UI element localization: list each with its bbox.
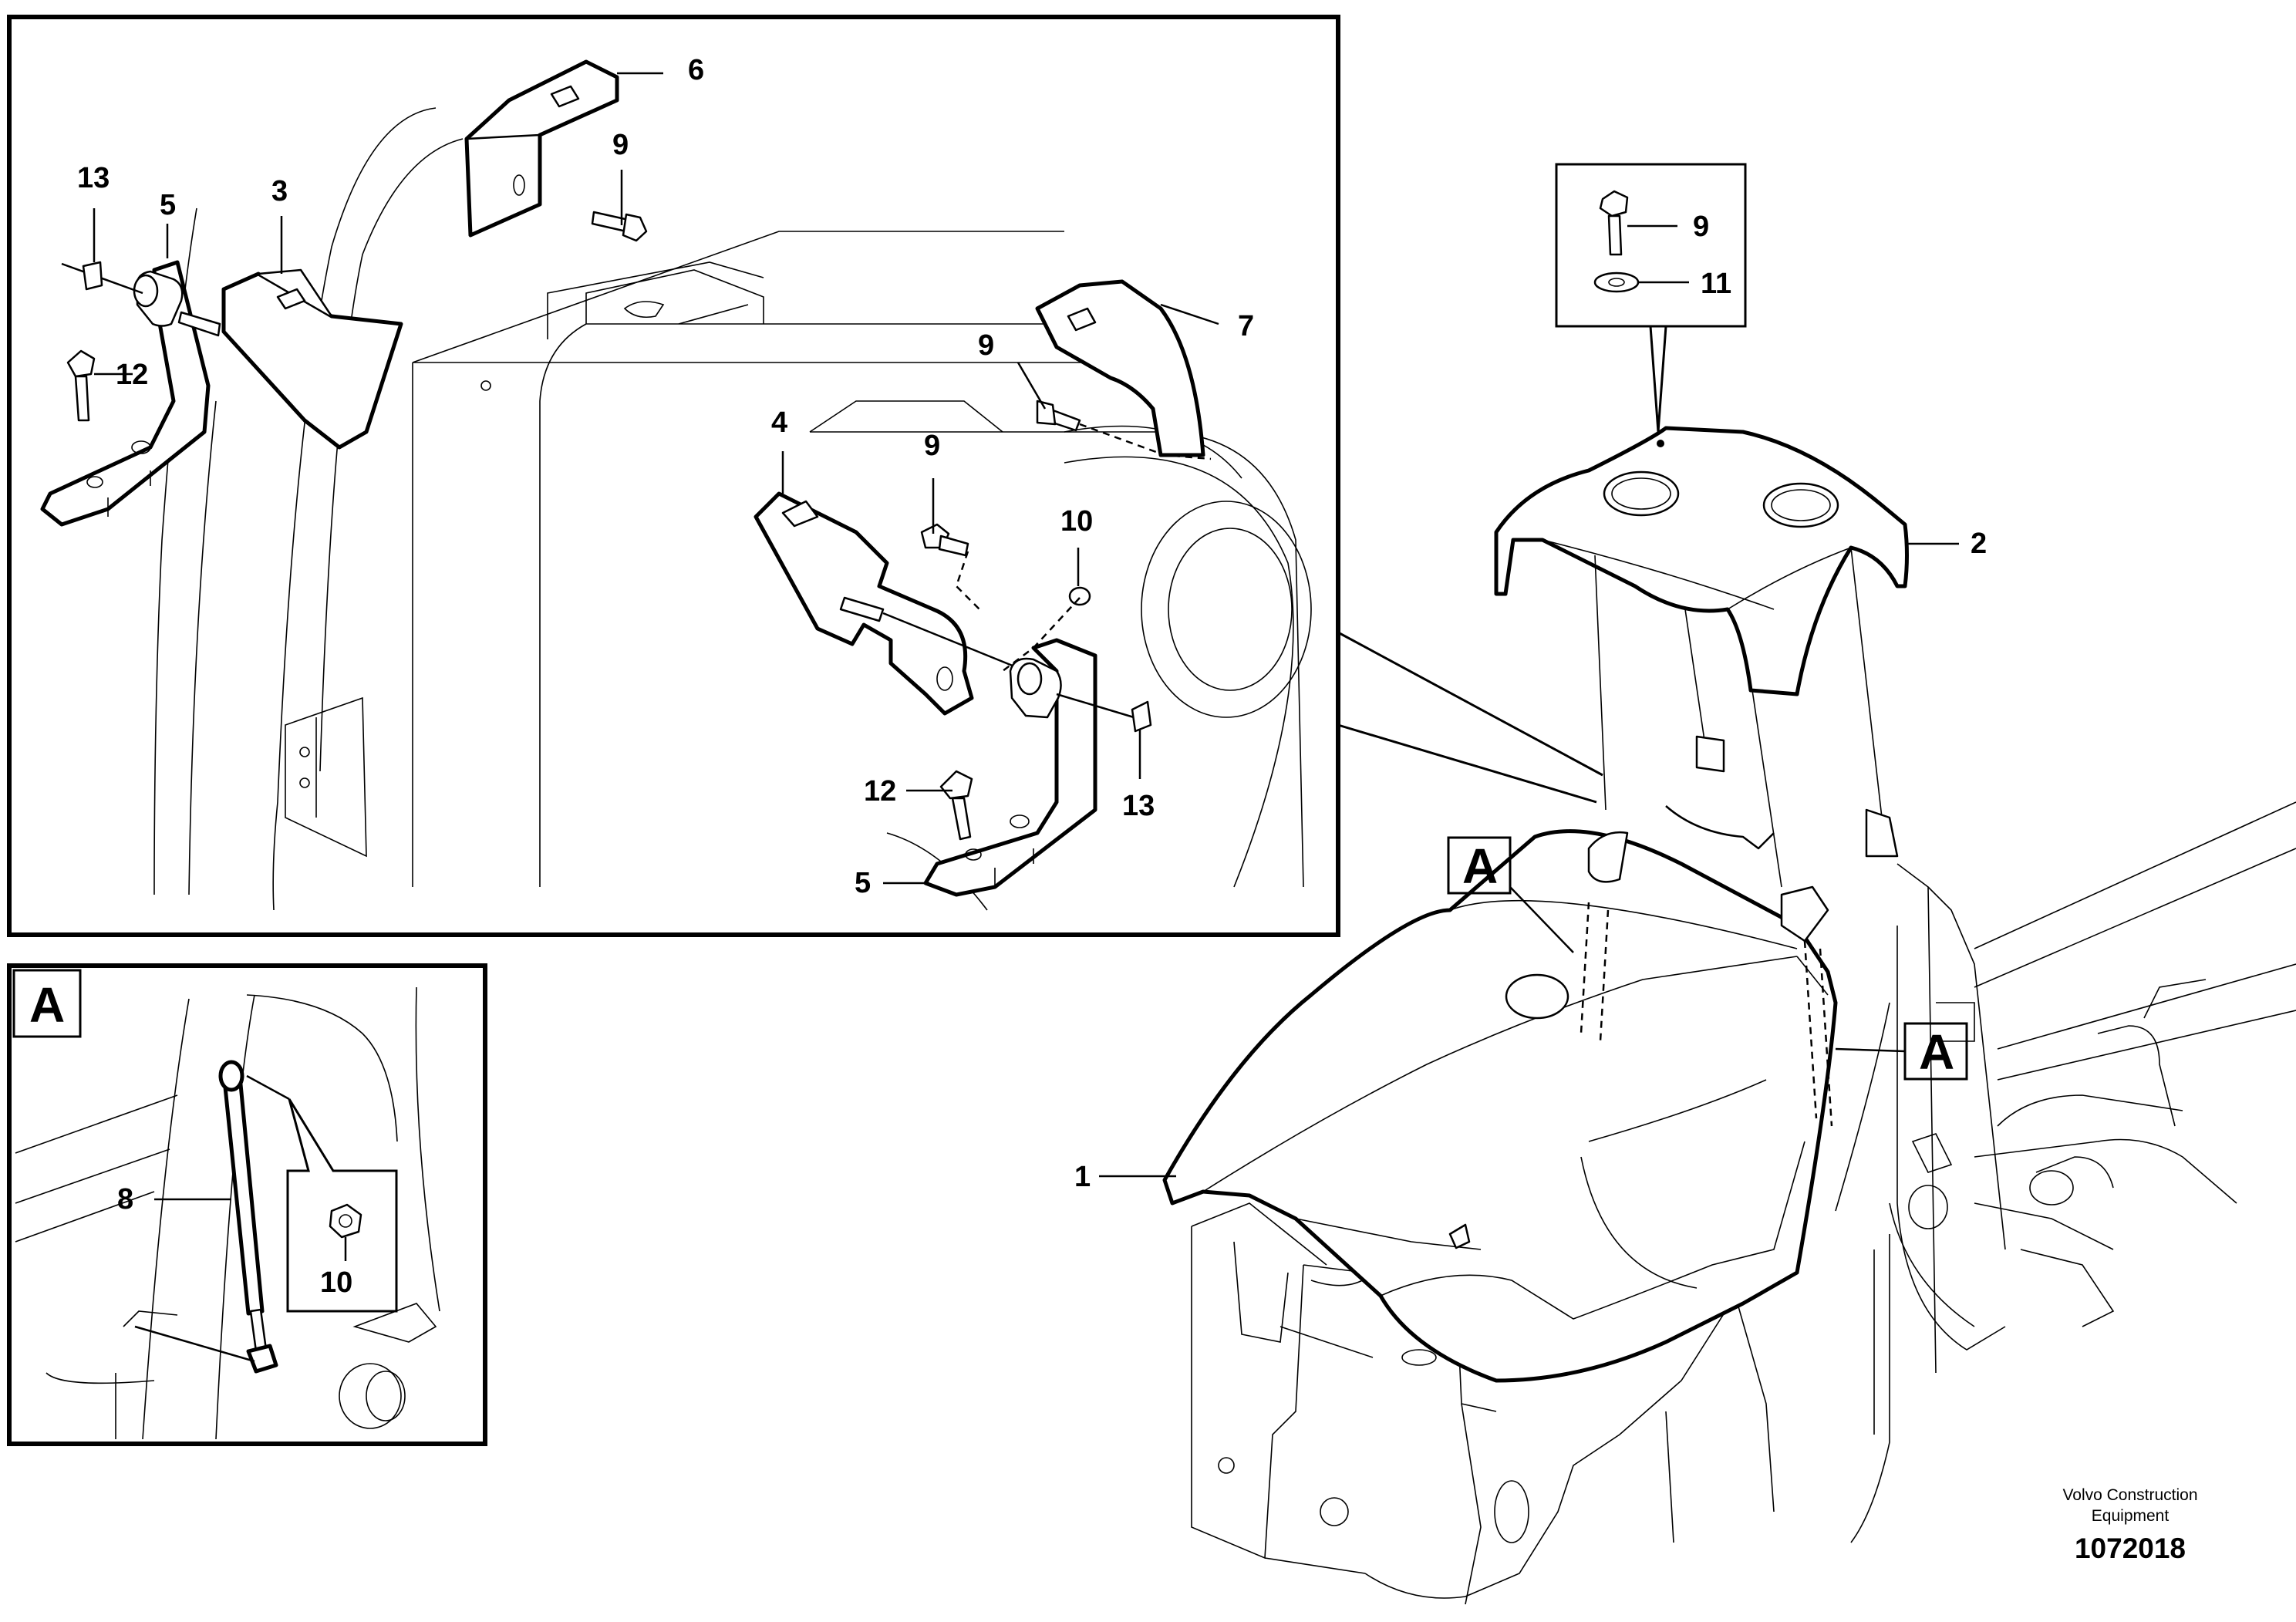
ref-a-left: A (1447, 836, 1574, 953)
cover-guide-lines (1594, 547, 1883, 888)
callout-12-right: 12 (864, 775, 896, 808)
callout-13-right: 13 (1122, 790, 1155, 822)
part-5-arm-right (923, 638, 1152, 897)
callout-11: 11 (1701, 268, 1731, 300)
view-a-nut-inset (246, 1074, 398, 1313)
footer: Volvo Construction Equipment 1072018 (2062, 1486, 2197, 1564)
ref-a-right-label: A (1919, 1024, 1954, 1080)
detail-panel-frame (7, 15, 1340, 937)
zoom-line-lower (1337, 723, 1597, 804)
chassis-frame (1191, 801, 2296, 1605)
callout-9-inset: 9 (1693, 211, 1709, 243)
part-8-gas-strut (134, 1060, 278, 1374)
view-a-background (15, 986, 440, 1440)
view-a-frame (7, 963, 487, 1446)
callout-13-left: 13 (77, 162, 110, 194)
callout-9-mid: 9 (978, 329, 994, 362)
callout-2: 2 (1971, 528, 1987, 560)
part-1-hood: 1 (1074, 829, 1838, 1383)
view-a-label-box (12, 969, 82, 1038)
callout-8: 8 (117, 1183, 133, 1216)
callout-10-view-a: 10 (320, 1266, 352, 1299)
callout-5-left: 5 (160, 189, 176, 221)
main-assembly: 9 11 (1074, 163, 2296, 1605)
part-7-bracket (1035, 279, 1205, 457)
document-number: 1072018 (2075, 1533, 2186, 1564)
part-3-bracket (221, 268, 403, 450)
detail-leaders (93, 72, 1219, 885)
hood-brackets (1580, 735, 1899, 1127)
callout-5-right: 5 (855, 867, 871, 899)
view-a-panel: A (7, 963, 487, 1446)
zoom-line-upper (1337, 631, 1603, 777)
detail-panel: 6 9 7 9 9 10 4 13 12 5 3 5 12 13 (7, 15, 1340, 937)
callout-1: 1 (1074, 1161, 1091, 1193)
ref-a-left-label: A (1462, 838, 1498, 894)
callout-7: 7 (1238, 310, 1254, 342)
hardware-inset: 9 11 (1555, 163, 1747, 433)
callout-6: 6 (688, 54, 704, 86)
callout-9-lower: 9 (924, 430, 940, 462)
part-6-bracket (464, 59, 619, 238)
frame-background (153, 107, 1312, 911)
callout-10-detail: 10 (1060, 505, 1093, 538)
callout-4: 4 (771, 406, 787, 439)
part-5-arm-left (40, 260, 221, 527)
ref-a-right: A (1835, 1022, 1968, 1081)
brand-line-2: Equipment (2092, 1507, 2170, 1525)
hardware-inset-frame (1555, 163, 1747, 328)
part-2-top-cover: 2 (1494, 426, 1987, 696)
view-a-label: A (29, 977, 65, 1033)
callout-3: 3 (271, 175, 288, 207)
ref-a-left-box (1447, 836, 1512, 895)
brand-line-1: Volvo Construction (2062, 1486, 2197, 1504)
callout-9-top: 9 (612, 129, 629, 161)
callout-12-left: 12 (116, 359, 148, 391)
